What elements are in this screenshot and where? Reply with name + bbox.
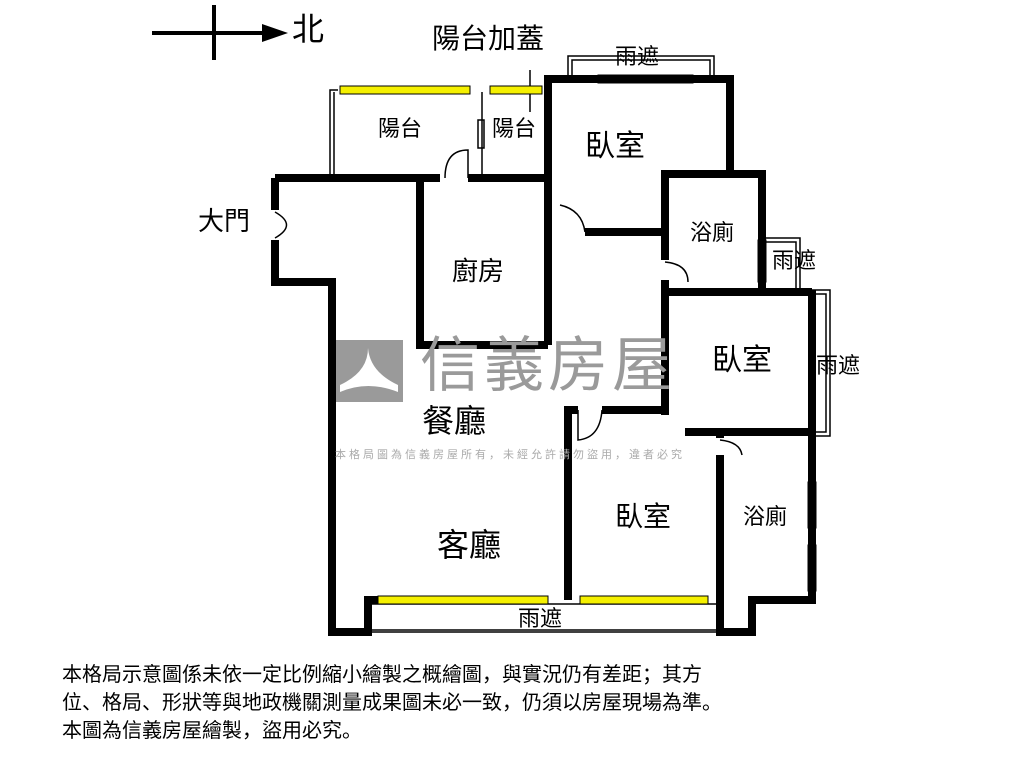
label-bedroom-right: 臥室	[712, 343, 772, 378]
compass-arrow	[152, 5, 288, 60]
disclaimer: 本格局示意圖係未依一定比例縮小繪製之概繪圖，與實況仍有差距；其方 位、格局、形狀…	[62, 660, 962, 744]
label-balcony-1: 陽台	[378, 117, 423, 142]
disclaimer-line: 位、格局、形狀等與地政機關測量成果圖未必一致，仍須以房屋現場為準。	[62, 690, 722, 714]
thin-outlines	[329, 55, 831, 633]
label-balcony-2: 陽台	[492, 117, 537, 142]
label-bathroom-top: 浴廁	[690, 221, 735, 246]
watermark-notice: 本格局圖為信義房屋所有，未經允許請勿盜用，違者必究	[335, 448, 685, 461]
label-bedroom-bottom: 臥室	[615, 500, 672, 533]
label-rain-cover-right-2: 雨遮	[816, 354, 861, 379]
disclaimer-line: 本圖為信義房屋繪製，盜用必究。	[62, 718, 362, 742]
disclaimer-line: 本格局示意圖係未依一定比例縮小繪製之概繪圖，與實況仍有差距；其方	[62, 662, 702, 686]
label-main-door: 大門	[198, 207, 251, 237]
watermark-logo	[333, 340, 403, 402]
north-label: 北	[292, 10, 325, 48]
doors	[274, 149, 743, 456]
label-kitchen: 廚房	[452, 257, 505, 287]
walls	[271, 75, 816, 636]
label-rain-cover-top: 雨遮	[615, 45, 660, 70]
label-rain-cover-bottom: 雨遮	[518, 607, 563, 632]
watermark-brand: 信義房屋	[420, 331, 676, 401]
label-balcony-addition: 陽台加蓋	[432, 22, 545, 55]
label-dining: 餐廳	[422, 402, 487, 440]
label-rain-cover-right-1: 雨遮	[772, 249, 817, 274]
label-living: 客廳	[437, 526, 502, 564]
label-bedroom-top: 臥室	[585, 129, 645, 164]
label-bathroom-bottom: 浴廁	[743, 505, 788, 530]
